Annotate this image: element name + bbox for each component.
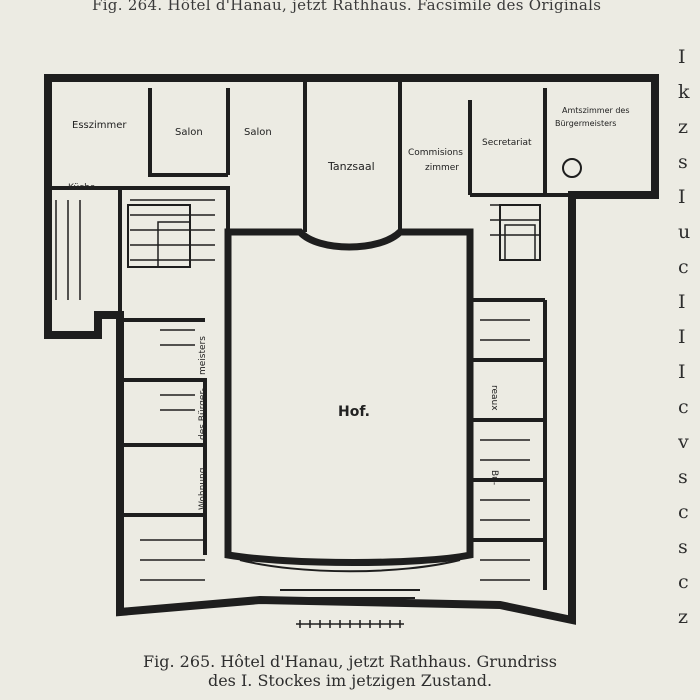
room-label-salon-2: Salon: [244, 127, 272, 138]
caption-line-2: des I. Stockes im jetzigen Zustand.: [207, 671, 493, 690]
side-letter: z: [678, 606, 689, 628]
side-letter: I: [678, 186, 686, 208]
staircase-right: [499, 204, 541, 261]
room-label-commisions-2: zimmer: [425, 163, 459, 173]
courtyard-wall: [224, 228, 474, 566]
side-letter: u: [678, 221, 691, 243]
outer-wall: [44, 74, 659, 625]
caption-line-1: Fig. 265. Hôtel d'Hanau, jetzt Rathhaus.…: [143, 652, 557, 671]
room-label-esszimmer: Esszimmer: [72, 120, 127, 131]
side-letter: I: [678, 46, 686, 68]
side-letter: v: [678, 431, 689, 453]
room-label-amtszimmer-2: Bürgermeisters: [555, 119, 616, 128]
side-letter: c: [678, 571, 689, 593]
staircase-right-inner: [504, 224, 536, 261]
side-letter: z: [678, 116, 689, 138]
room-label-hof: Hof.: [338, 404, 370, 420]
room-label-bureaux-2: reaux: [489, 385, 499, 411]
side-letter: I: [678, 361, 686, 383]
side-letter: k: [678, 81, 690, 103]
side-letter: c: [678, 501, 689, 523]
room-label-wohnung-1: Wohnung: [198, 468, 208, 510]
staircase-left-inner: [157, 221, 191, 268]
side-letter: s: [678, 466, 688, 488]
courtyard-steps: [239, 559, 461, 599]
room-label-wohnung-3: meisters: [198, 336, 208, 375]
side-letter: c: [678, 396, 689, 418]
spiral-stair: [562, 158, 582, 178]
side-letter: I: [678, 291, 686, 313]
room-label-bureaux-1: Bu-: [489, 470, 499, 485]
figure-264-caption: Fig. 264. Hôtel d'Hanau, jetzt Rathhaus.…: [92, 0, 602, 14]
room-label-commisions-1: Commisions: [408, 148, 463, 158]
figure-265-caption: Fig. 265. Hôtel d'Hanau, jetzt Rathhaus.…: [0, 652, 700, 690]
room-label-tanzsaal: Tanzsaal: [327, 160, 375, 173]
side-letter: s: [678, 536, 688, 558]
cropped-side-text: I k z s I u c I I I c v s c s c z: [678, 40, 700, 635]
room-label-kuche: Küche: [68, 183, 96, 193]
interior-walls: [48, 78, 572, 590]
room-label-secretariat: Secretariat: [482, 138, 532, 148]
side-letter: I: [678, 326, 686, 348]
side-letter: s: [678, 151, 688, 173]
balustrade-ticks: [296, 620, 404, 628]
room-label-amtszimmer-1: Amtszimmer des: [562, 106, 630, 115]
room-label-wohnung-2: des Bürger-: [198, 388, 208, 440]
room-label-salon-1: Salon: [175, 127, 203, 138]
side-letter: c: [678, 256, 689, 278]
